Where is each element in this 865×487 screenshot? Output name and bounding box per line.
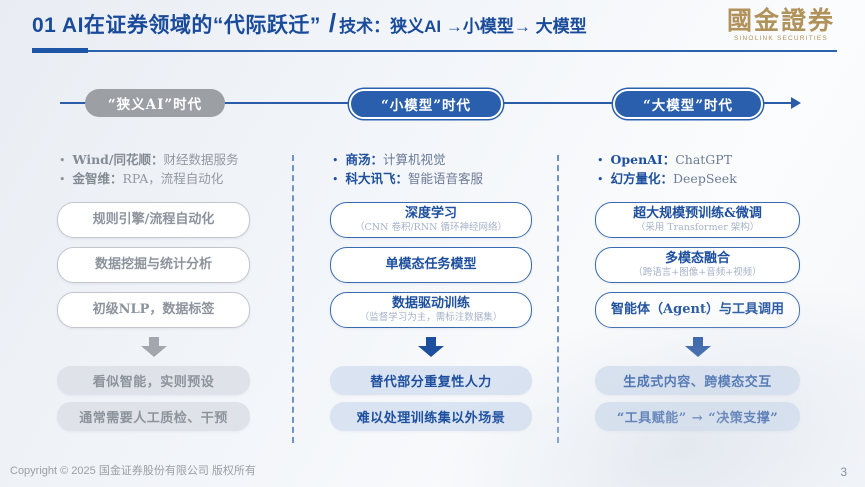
company-name: OpenAI： [610,152,676,167]
example-list: Wind/同花顺： 财经数据服务 金智维： RPA，流程自动化 [59,150,250,202]
page-number: 3 [840,465,847,479]
logo-wordmark: 國金證券 [726,6,835,35]
result-box: 看似智能，实则预设 [57,366,250,395]
column-divider [292,155,294,443]
company-desc: 计算机视觉 [383,152,446,167]
timeline-stage-large-model: “大模型”时代 [613,89,763,119]
capability-sub: （跨语言+图像+音频+视频） [633,266,762,278]
capability-box: 规则引擎/流程自动化 [57,202,250,238]
down-arrow-icon [330,337,532,357]
company-desc: DeepSeek [673,171,737,187]
copyright-text: Copyright © 2025 国金证券股份有限公司 版权所有 [10,465,256,477]
capability-title: 智能体（Agent）与工具调用 [611,301,784,317]
company-desc: 智能语音客服 [408,171,484,187]
result-box: 难以处理训练集以外场景 [330,402,532,431]
company-name: 商汤： [345,152,384,167]
capability-box: 超大规模预训练&微调 （采用 Transformer 架构） [595,202,800,238]
page-title: 01 AI在证券领域的“代际跃迁” [32,14,321,37]
capability-title: 深度学习 [404,205,457,221]
result-box: “工具赋能” → “决策支撑” [595,402,800,431]
timeline-stage-narrow-ai: “狭义AI”时代 [85,89,225,117]
company-name: Wind/同花顺： [72,152,164,167]
page-subtitle: 技术：狭义AI →小模型→ 大模型 [339,17,587,36]
company-name: 幻方量化： [610,171,674,187]
company-desc: 财经数据服务 [163,152,239,167]
capability-box: 深度学习 （CNN 卷积/RNN 循环神经网络） [330,202,532,238]
capability-sub: （监督学习为主，需标注数据集） [359,311,503,323]
title-row: 01 AI在证券领域的“代际跃迁” / 技术：狭义AI →小模型→ 大模型 [32,8,837,39]
title-underline [32,48,837,53]
capability-title: 初级NLP，数据标签 [92,301,215,317]
capability-title: 数据挖掘与统计分析 [94,256,212,272]
example-list: OpenAI： ChatGPT 幻方量化： DeepSeek [597,150,800,202]
capability-sub: （CNN 卷积/RNN 循环神经网络） [355,221,507,233]
capability-box: 智能体（Agent）与工具调用 [595,292,800,328]
example-list: 商汤： 计算机视觉 科大讯飞： 智能语音客服 [332,150,532,202]
capability-box: 多模态融合 （跨语言+图像+音频+视频） [595,247,800,283]
result-box: 通常需要人工质检、干预 [57,402,250,431]
slide-header: 01 AI在证券领域的“代际跃迁” / 技术：狭义AI →小模型→ 大模型 國金… [32,8,837,53]
column-large-model: OpenAI： ChatGPT 幻方量化： DeepSeek 超大规模预训练&微… [595,140,800,438]
company-name: 科大讯飞： [345,171,409,187]
capability-title: 数据驱动训练 [391,295,470,311]
capability-title: 单模态任务模型 [385,256,477,272]
company-desc: RPA，流程自动化 [122,171,224,187]
arrow-right-icon [791,97,801,109]
list-item: 商汤： 计算机视觉 [332,150,532,169]
timeline: “狭义AI”时代 “小模型”时代 “大模型”时代 [0,88,865,120]
list-item: 幻方量化： DeepSeek [597,169,800,188]
capability-title: 规则引擎/流程自动化 [92,211,215,227]
down-arrow-icon [595,337,800,357]
logo-subtext: SINOLINK SECURITIES [734,35,828,42]
result-box: 替代部分重复性人力 [330,366,532,395]
capability-sub: （采用 Transformer 架构） [635,221,760,233]
company-desc: ChatGPT [675,152,733,167]
capability-box: 初级NLP，数据标签 [57,292,250,328]
down-arrow-icon [57,337,250,357]
capability-box: 数据挖掘与统计分析 [57,247,250,283]
company-name: 金智维： [72,171,123,187]
underline-accent [32,48,88,53]
column-narrow-ai: Wind/同花顺： 财经数据服务 金智维： RPA，流程自动化 规则引擎/流程自… [57,140,250,438]
timeline-stage-small-model: “小模型”时代 [349,89,503,119]
list-item: Wind/同花顺： 财经数据服务 [59,150,250,169]
list-item: 金智维： RPA，流程自动化 [59,169,250,188]
underline-rule [88,49,837,52]
list-item: OpenAI： ChatGPT [597,150,800,169]
column-small-model: 商汤： 计算机视觉 科大讯飞： 智能语音客服 深度学习 （CNN 卷积/RNN … [330,140,532,438]
capability-title: 超大规模预训练&微调 [633,205,762,221]
company-logo: 國金證券 SINOLINK SECURITIES [727,8,835,43]
result-box: 生成式内容、跨模态交互 [595,366,800,395]
capability-title: 多模态融合 [664,250,730,266]
list-item: 科大讯飞： 智能语音客服 [332,169,532,188]
capability-box: 单模态任务模型 [330,247,532,283]
title-slash: / [328,8,337,38]
capability-box: 数据驱动训练 （监督学习为主，需标注数据集） [330,292,532,328]
column-divider [557,155,559,443]
